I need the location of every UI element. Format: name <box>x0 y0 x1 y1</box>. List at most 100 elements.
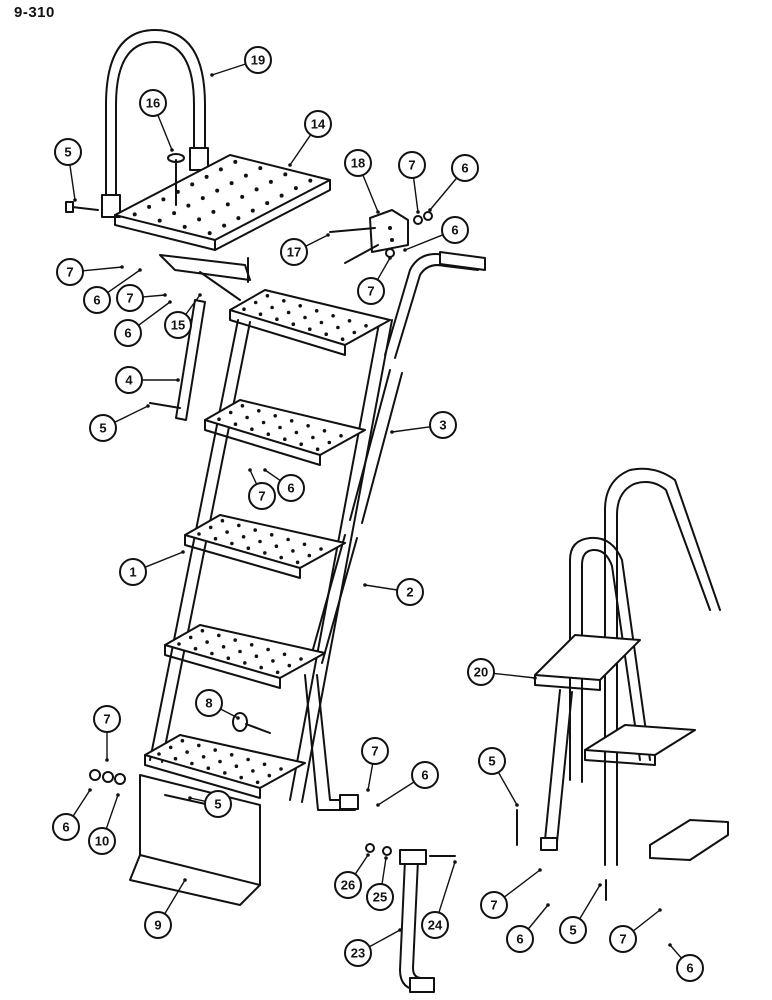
callout-6: 6 <box>83 268 142 314</box>
support-bracket <box>159 254 251 301</box>
platform-hole <box>243 173 248 178</box>
step-hole <box>270 305 274 310</box>
step-hole <box>228 410 233 415</box>
callout-number: 5 <box>488 754 495 769</box>
step-hole <box>303 315 307 320</box>
callout-arrowhead <box>376 803 380 807</box>
callout-circle <box>559 916 587 944</box>
platform-hole <box>218 167 223 172</box>
callout-arrowhead <box>598 883 602 887</box>
callout-leader <box>493 672 536 679</box>
callout-circle <box>89 414 117 442</box>
step-hole <box>307 553 312 558</box>
step-hole <box>258 539 262 544</box>
callout-circle <box>119 558 147 586</box>
platform-hole <box>211 209 216 214</box>
step-hole <box>218 759 222 764</box>
callout-number: 7 <box>66 265 73 280</box>
ladder-step <box>204 399 366 456</box>
callout-leader <box>264 469 281 482</box>
callout-arrowhead <box>403 248 407 252</box>
callout-circle <box>280 238 308 266</box>
callout-18: 18 <box>344 149 380 214</box>
platform-hole <box>161 197 166 202</box>
step-hole <box>286 537 290 542</box>
callout-arrowhead <box>188 796 192 800</box>
platform-hole <box>233 159 238 164</box>
step-hole <box>157 752 161 756</box>
callout-arrowhead <box>326 233 330 237</box>
callout-circle <box>248 482 276 510</box>
callout-arrowhead <box>398 928 402 932</box>
callout-arrowhead <box>428 208 432 212</box>
callout-arrowhead <box>116 793 120 797</box>
callout-arrowhead <box>546 903 550 907</box>
callout-arrowhead <box>146 404 150 408</box>
callout-leader <box>369 929 401 948</box>
lower-step-assembly <box>516 467 729 901</box>
callout-leader <box>429 177 458 211</box>
callout-number: 7 <box>619 932 626 947</box>
callout-number: 7 <box>371 744 378 759</box>
callout-arrowhead <box>376 210 380 214</box>
bolt-16 <box>167 153 185 206</box>
step-hole <box>221 645 226 649</box>
callout-leader <box>579 884 601 920</box>
callout-arrowhead <box>138 268 142 272</box>
step-hole <box>273 414 278 418</box>
callout-number: 6 <box>124 326 131 341</box>
step-hole <box>291 322 296 327</box>
callout-leader <box>391 426 431 433</box>
callout-circle <box>366 883 394 911</box>
callout-number: 4 <box>125 373 133 388</box>
step-hole <box>233 638 237 642</box>
step-hole <box>220 518 225 523</box>
callout-circle <box>204 790 232 818</box>
callout-6: 6 <box>506 903 550 953</box>
callout-leader <box>527 904 549 930</box>
callout-6: 6 <box>668 943 704 982</box>
step-hole <box>246 546 251 550</box>
callout-7: 7 <box>116 284 167 312</box>
step-hole <box>180 738 185 743</box>
platform-hole <box>279 193 284 198</box>
callout-number: 7 <box>103 712 110 727</box>
bolt-top-left <box>65 201 99 213</box>
callout-arrowhead <box>170 148 174 152</box>
step-hole <box>263 551 267 555</box>
callout-leader <box>364 584 398 591</box>
callout-circle <box>277 474 305 502</box>
callout-circle <box>139 89 167 117</box>
callout-number: 1 <box>129 565 136 580</box>
callout-leader <box>157 114 173 151</box>
step-hole <box>208 525 213 530</box>
callout-leader <box>107 269 141 294</box>
step-hole <box>286 310 291 315</box>
step-hole <box>274 544 279 548</box>
step-hole <box>229 753 234 757</box>
ladder-steps <box>144 289 391 799</box>
step-hole <box>261 420 266 425</box>
step-hole <box>205 640 209 644</box>
step-hole <box>254 654 259 658</box>
step-hole <box>352 330 357 335</box>
callout-6: 6 <box>428 154 479 212</box>
page-number-label: 9-310 <box>14 4 55 21</box>
callout-number: 6 <box>62 820 69 835</box>
step-hole <box>347 319 352 323</box>
step-hole <box>279 767 283 771</box>
step-hole <box>289 419 294 423</box>
callout-circle <box>195 689 223 717</box>
callout-number: 6 <box>421 768 428 783</box>
callout-leader <box>376 257 391 281</box>
callout-number: 7 <box>258 489 265 504</box>
callout-arrowhead <box>416 210 420 214</box>
callout-leader <box>72 789 91 817</box>
step-hole <box>322 429 327 433</box>
callout-leader <box>632 909 661 932</box>
callout-circle <box>361 737 389 765</box>
callout-circle <box>83 286 111 314</box>
callout-number: 26 <box>341 878 355 893</box>
